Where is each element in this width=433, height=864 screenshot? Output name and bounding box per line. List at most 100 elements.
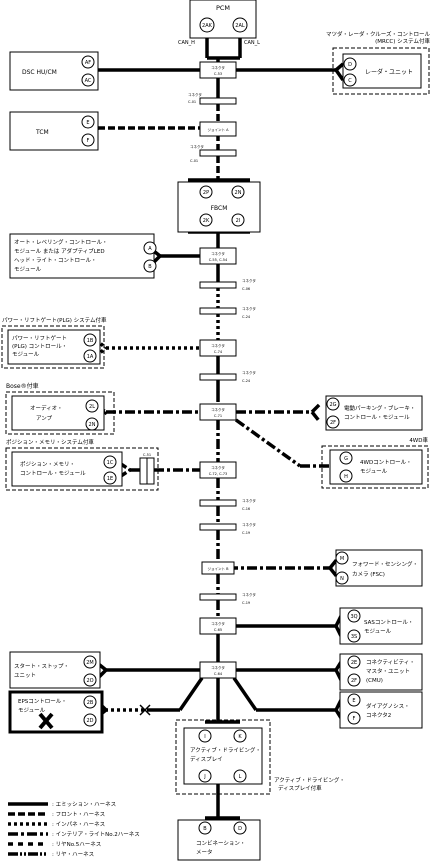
diagram-label: ディスプレイ xyxy=(190,755,223,763)
diagram-label: コネクタ xyxy=(211,65,225,70)
diagram-label: スタート・ストップ・ xyxy=(14,662,69,670)
active-driving-display-group: アクティブ・ドライビング・ ディスプレイ I K J L アクティブ・ドライビン… xyxy=(175,719,345,795)
diagram-label: 4WD車 xyxy=(409,436,428,444)
diagram-label: アクティブ・ドライビング・ xyxy=(190,746,261,754)
diagram-label: C-64 xyxy=(214,672,223,676)
legend-interior: : インテリア・ライトNo.2ハーネス xyxy=(52,831,140,838)
diagram-label: 2B xyxy=(87,700,94,706)
diagram-label: 2F xyxy=(351,678,357,684)
diagram-label: C-19 xyxy=(242,601,250,605)
diagram-label: ダイアグノシス・ xyxy=(366,702,410,710)
can-h-label: CAN_H xyxy=(178,40,195,46)
connector-c74: コネクタ C-74 xyxy=(199,339,237,357)
diagram-label: C xyxy=(348,78,352,84)
diagram-label: 2I xyxy=(236,218,241,224)
diagram-label: コネクタ xyxy=(211,251,225,256)
audio-amp-group: Bose®付車 オーディオ・ アンプ 2L 2N xyxy=(5,382,115,435)
diagram-label: C-06 xyxy=(242,287,250,291)
diagram-label: コネクタ xyxy=(188,92,202,97)
diagram-label: N xyxy=(340,576,344,582)
diagram-label: B xyxy=(203,826,207,832)
diagram-label: C-24 xyxy=(242,315,251,319)
diagram-label: 1C xyxy=(107,460,114,466)
diagram-label: ポジション・メモリ・システム付車 xyxy=(6,438,94,446)
diagram-label: コネクタ xyxy=(211,407,225,412)
diagram-label: L xyxy=(239,774,242,780)
diagram-label: コネクタ xyxy=(242,498,256,503)
dsc-label: DSC HU/CM xyxy=(22,69,57,76)
diagram-label: ジョイント B xyxy=(207,567,229,571)
connector-c16: コネクタ C-16 xyxy=(199,498,256,511)
connector-c01-a: コネクタ C-01 xyxy=(188,92,237,105)
cmu-module: コネクティビティ・ マスタ・ユニット (CMU) 2E 2F xyxy=(339,653,423,691)
diagram-label: 4WDコントロール・ xyxy=(360,459,412,466)
diagram-label: コネクタ xyxy=(242,592,256,597)
diagram-label: フォワード・センシング・ xyxy=(352,560,418,568)
diagram-label: B xyxy=(148,264,152,270)
diagram-label: モジュール xyxy=(14,266,42,273)
diagram-label: (CMU) xyxy=(366,678,383,684)
diagram-label: コネクタ xyxy=(242,306,256,311)
diagram-label: マツダ・レーダ・クルーズ・コントロール xyxy=(326,30,431,38)
diagram-label: コネクタ xyxy=(242,370,256,375)
diagram-label: J xyxy=(203,774,205,780)
diagram-label: モジュール xyxy=(12,351,40,358)
fbcm-module: FBCM 2P 2N 2K 2I xyxy=(177,181,261,233)
diagram-label: C-01 xyxy=(188,100,196,104)
diagram-label: 1E xyxy=(107,476,113,482)
diagram-label: 2O xyxy=(86,678,93,684)
radar-label: レーダ・ユニット xyxy=(365,68,413,76)
connector-c55: コネクタ C-55, C-54 xyxy=(199,247,237,265)
radar-unit-group: マツダ・レーダ・クルーズ・コントロール (MRCC) システム付車 レーダ・ユニ… xyxy=(326,30,431,95)
diagram-label: 2N xyxy=(89,422,96,428)
diagram-label: ディスプレイ付車 xyxy=(278,784,322,792)
diagram-label: E xyxy=(352,698,355,704)
fault-x-icon xyxy=(38,712,54,730)
diagram-label: パワー・リフトゲート xyxy=(12,334,67,342)
pcm-label: PCM xyxy=(216,4,230,12)
start-stop-unit: スタート・ストップ・ ユニット 2M 2O xyxy=(9,651,101,689)
diagram-label: C-71 xyxy=(214,414,222,418)
diagram-label: C-74 xyxy=(214,350,223,354)
connector-c71: コネクタ C-71 xyxy=(199,403,237,421)
diagram-label: モジュール xyxy=(364,628,392,635)
connector-c24-b: コネクタ C-24 xyxy=(199,370,256,383)
diagram-label: アクティブ・ドライビング・ xyxy=(274,776,345,784)
diagram-label: M xyxy=(340,556,344,562)
diagram-label: コネクタ2 xyxy=(366,711,391,719)
diagnosis-connector: ダイアグノシス・ コネクタ2 E F xyxy=(339,691,423,729)
connector-c72: コネクタ C-72, C-73 xyxy=(199,461,237,479)
diagram-label: H xyxy=(344,474,348,480)
diagram-label: オート・レベリング・コントロール・ xyxy=(14,238,108,246)
diagram-label: C-19 xyxy=(242,531,250,535)
connector-c19-a: コネクタ C-19 xyxy=(199,522,256,535)
diagram-label: モジュール または アダプティブLED xyxy=(14,247,105,255)
diagram-label: Bose®付車 xyxy=(6,382,39,390)
diagram-label: I xyxy=(204,734,205,740)
legend-rear: : リヤ・ハーネス xyxy=(52,851,94,858)
diagram-label: コネクタ xyxy=(211,343,225,348)
diagram-label: パワー・リフトゲート(PLG) システム付車 xyxy=(2,316,107,324)
diagram-label: 2M xyxy=(86,660,94,666)
diagram-label: C-51 xyxy=(143,453,151,457)
diagram-label: (PLG) コントロール・ xyxy=(12,343,67,350)
legend: : エミッション・ハーネス : フロント・ハーネス : インパネ・ハーネス : … xyxy=(52,801,140,858)
diagram-label: コネクタ xyxy=(211,465,225,470)
diagram-label: メータ xyxy=(196,848,213,856)
awd-module-group: 4WD車 4WDコントロール・ モジュール G H xyxy=(321,436,429,489)
headlight-module: オート・レベリング・コントロール・ モジュール または アダプティブLED ヘッ… xyxy=(9,233,157,279)
connector-c24-a: コネクタ C-24 xyxy=(199,306,256,319)
diagram-label: K xyxy=(238,734,242,740)
diagram-label: 2P xyxy=(203,190,209,196)
diagram-label: オーディオ・ xyxy=(30,404,63,412)
tcm-label: TCM xyxy=(35,129,49,136)
diagram-label: コネクタ xyxy=(211,665,225,670)
combination-meter: コンビネーション・ メータ B D xyxy=(177,819,261,861)
open-circuit-x-icon xyxy=(139,704,151,716)
diagram-label: モジュール xyxy=(360,468,388,475)
diagram-label: 2D xyxy=(86,718,93,724)
sas-module: SASコントロール・ モジュール 3Q 3S xyxy=(339,607,423,645)
position-memory-group: ポジション・メモリ・システム付車 ポジション・メモリ・ コントロール・モジュール… xyxy=(5,438,159,491)
epb-module: 電動パーキング・ブレーキ・ コントロール・モジュール 2G 2F xyxy=(325,395,423,431)
